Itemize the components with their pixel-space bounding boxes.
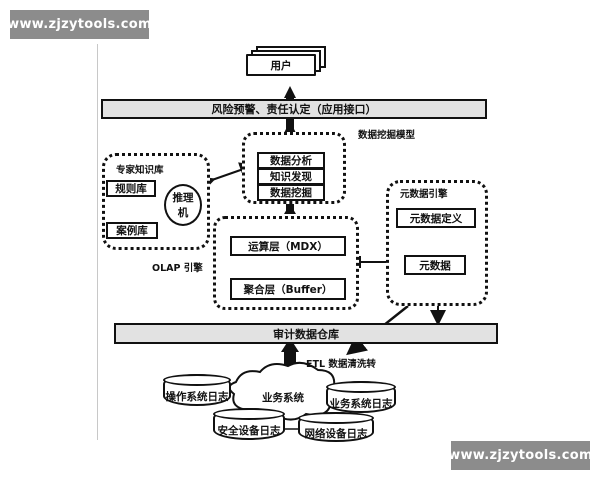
os-log-cylinder: 操作系统日志 xyxy=(163,374,231,406)
biz-log-label: 业务系统日志 xyxy=(329,397,393,410)
network-log-label: 网络设备日志 xyxy=(304,427,368,440)
network-log-cylinder-top xyxy=(298,412,374,424)
security-log-cylinder-top xyxy=(213,408,285,420)
metadata-data-box: 元数据 xyxy=(404,255,466,275)
mining-item-mining: 数据挖掘 xyxy=(257,184,325,201)
business-system-cloud-label: 业务系统 xyxy=(262,392,304,404)
etl-label: ETL 数据清洗转 xyxy=(306,359,376,370)
os-log-cylinder-top xyxy=(163,374,231,386)
mining-item-mining-label: 数据挖掘 xyxy=(270,187,312,199)
metadata-definition-label: 元数据定义 xyxy=(409,212,463,225)
watermark-top: www.zjzytools.com xyxy=(7,10,152,39)
application-interface-bar: 风险预警、责任认定（应用接口） xyxy=(101,99,487,119)
expert-kb-title: 专家知识库 xyxy=(116,165,164,176)
rules-label: 规则库 xyxy=(115,183,147,195)
aggregate-layer-box: 聚合层（Buffer） xyxy=(230,278,346,300)
network-log-cylinder: 网络设备日志 xyxy=(298,412,374,442)
biz-log-cylinder-top xyxy=(326,381,396,393)
metadata-title: 元数据引擎 xyxy=(400,189,448,200)
inference-label: 推理机 xyxy=(172,192,194,219)
biz-log-cylinder: 业务系统日志 xyxy=(326,381,396,413)
audit-warehouse-bar: 审计数据仓库 xyxy=(114,323,498,344)
cases-label: 案例库 xyxy=(116,225,148,237)
compute-layer-label: 运算层（MDX） xyxy=(248,240,328,253)
metadata-data-label: 元数据 xyxy=(419,259,451,272)
mining-item-analysis: 数据分析 xyxy=(257,152,325,169)
metadata-definition-box: 元数据定义 xyxy=(396,208,476,228)
security-log-cylinder: 安全设备日志 xyxy=(213,408,285,440)
user-box: 用户 xyxy=(246,54,316,76)
rules-box: 规则库 xyxy=(106,180,156,197)
watermark-bottom: www.zjzytools.com xyxy=(448,441,593,470)
cases-box: 案例库 xyxy=(106,222,158,239)
os-log-label: 操作系统日志 xyxy=(165,390,229,403)
olap-label: OLAP 引擎 xyxy=(152,263,203,274)
mining-item-discovery-label: 知识发现 xyxy=(270,171,312,183)
aggregate-layer-label: 聚合层（Buffer） xyxy=(243,283,333,296)
application-interface-label: 风险预警、责任认定（应用接口） xyxy=(211,103,377,116)
page-edge-line xyxy=(97,44,98,440)
compute-layer-box: 运算层（MDX） xyxy=(230,236,346,256)
inference-engine: 推理机 xyxy=(164,184,202,226)
mining-item-analysis-label: 数据分析 xyxy=(270,155,312,167)
mining-model-label: 数据挖掘模型 xyxy=(358,130,416,141)
metadata-group xyxy=(386,180,488,306)
mining-item-discovery: 知识发现 xyxy=(257,168,325,185)
user-label: 用户 xyxy=(270,59,292,72)
audit-warehouse-label: 审计数据仓库 xyxy=(273,327,339,341)
security-log-label: 安全设备日志 xyxy=(217,424,281,437)
